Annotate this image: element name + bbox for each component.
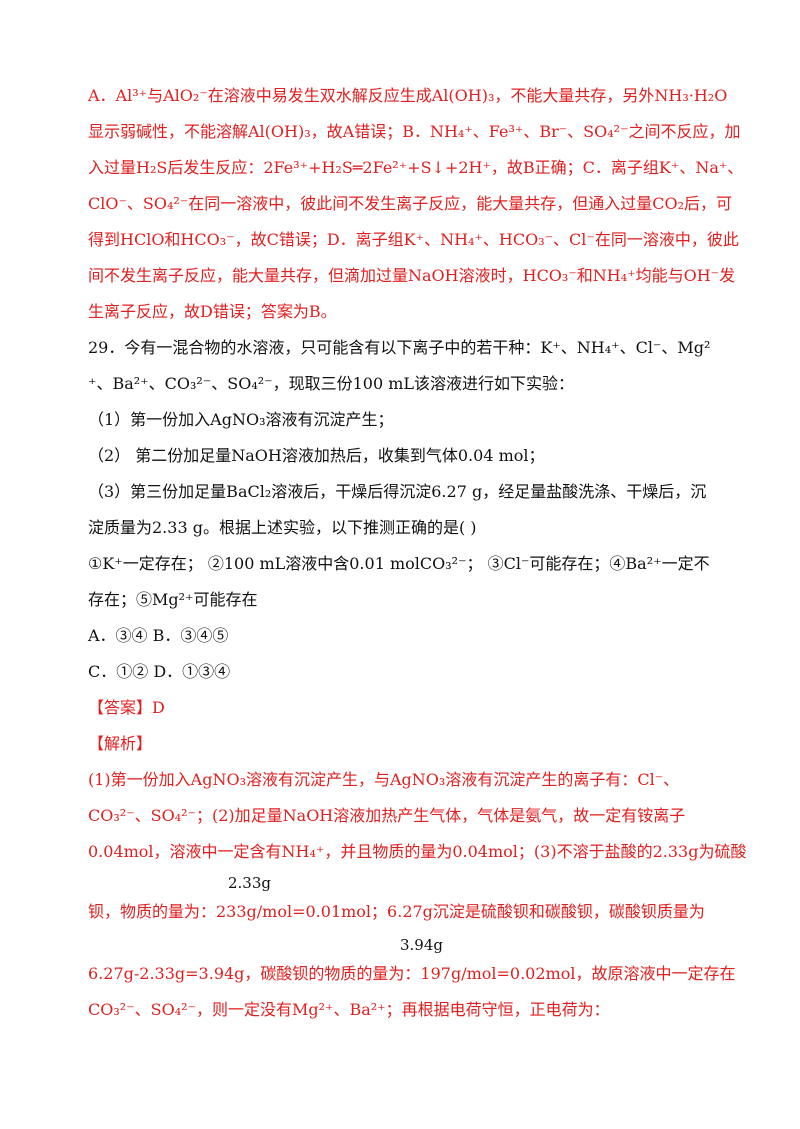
fraction-numerator: 3.94g	[400, 936, 444, 954]
question-line: ⁺、Ba²⁺、CO₃²⁻、SO₄²⁻，现取三份100 mL该溶液进行如下实验：	[88, 374, 575, 393]
analysis-line: 钡，物质的量为：233g/mol=0.01mol；6.27g沉淀是硫酸钡和碳酸钡…	[88, 902, 705, 921]
analysis-line: 6.27g-2.33g=3.94g，碳酸钡的物质的量为：197g/mol=0.0…	[88, 964, 736, 983]
analysis-label: 【解析】	[88, 734, 153, 753]
question-line: 存在；⑤Mg²⁺可能存在	[88, 590, 258, 609]
explanation-line: 间不发生离子反应，能大量共存，但滴加过量NaOH溶液时，HCO₃⁻和NH₄⁺均能…	[88, 266, 736, 285]
question-line: ①K⁺一定存在； ②100 mL溶液中含0.01 molCO₃²⁻； ③Cl⁻可…	[88, 554, 710, 573]
question-line: （1）第一份加入AgNO₃溶液有沉淀产生；	[88, 410, 394, 429]
explanation-line: 生离子反应，故D错误；答案为B。	[88, 302, 337, 321]
answer-label: 【答案】D	[88, 698, 165, 717]
explanation-line: 入过量H₂S后发生反应：2Fe³⁺+H₂S═2Fe²⁺+S↓+2H⁺，故B正确；…	[88, 158, 744, 177]
question-line: 淀质量为2.33 g。根据上述实验，以下推测正确的是( )	[88, 518, 477, 537]
explanation-line: 得到HClO和HCO₃⁻，故C错误；D．离子组K⁺、NH₄⁺、HCO₃⁻、Cl⁻…	[88, 230, 739, 249]
option-line: C．①② D．①③④	[88, 662, 231, 681]
option-line: A．③④ B．③④⑤	[88, 626, 229, 645]
analysis-line: 0.04mol，溶液中一定含有NH₄⁺，并且物质的量为0.04mol；(3)不溶…	[88, 842, 747, 861]
analysis-line: CO₃²⁻、SO₄²⁻；(2)加足量NaOH溶液加热产生气体，气体是氨气，故一定…	[88, 806, 686, 825]
analysis-line: (1)第一份加入AgNO₃溶液有沉淀产生，与AgNO₃溶液有沉淀产生的离子有：C…	[88, 770, 680, 789]
explanation-line: ClO⁻、SO₄²⁻在同一溶液中，彼此间不发生离子反应，能大量共存，但通入过量C…	[88, 194, 733, 213]
question-line: 29．今有一混合物的水溶液，只可能含有以下离子中的若干种：K⁺、NH₄⁺、Cl⁻…	[88, 338, 711, 357]
explanation-line: 显示弱碱性，不能溶解Al(OH)₃，故A错误；B．NH₄⁺、Fe³⁺、Br⁻、S…	[88, 122, 741, 141]
explanation-line: A．Al³⁺与AlO₂⁻在溶液中易发生双水解反应生成Al(OH)₃，不能大量共存…	[88, 86, 728, 105]
question-line: （3）第三份加足量BaCl₂溶液后，干燥后得沉淀6.27 g，经足量盐酸洗涤、干…	[88, 482, 707, 501]
fraction-numerator: 2.33g	[228, 874, 272, 892]
analysis-line: CO₃²⁻、SO₄²⁻，则一定没有Mg²⁺、Ba²⁺；再根据电荷守恒，正电荷为：	[88, 1000, 610, 1019]
question-line: （2） 第二份加足量NaOH溶液加热后，收集到气体0.04 mol；	[88, 446, 545, 465]
